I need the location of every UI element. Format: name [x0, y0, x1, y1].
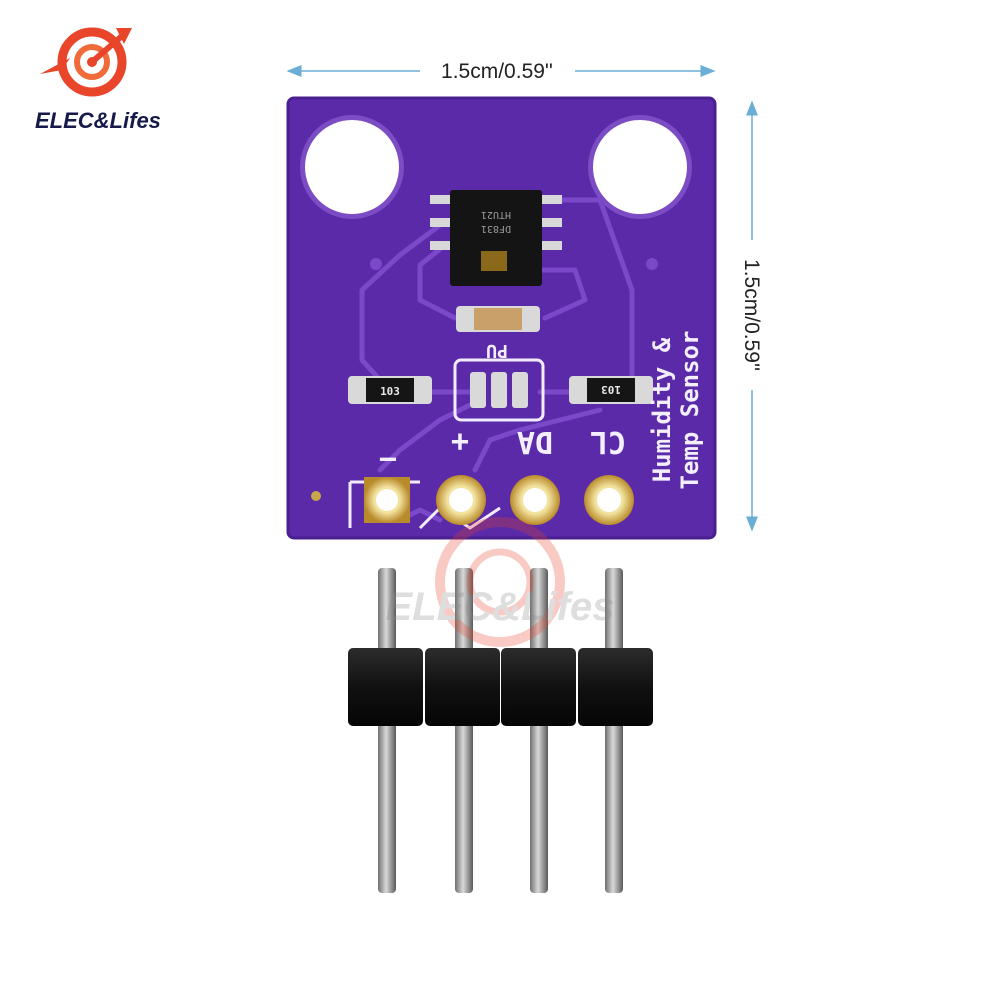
header-pins	[348, 568, 653, 893]
chip-marking-line2: DF831	[481, 223, 511, 234]
width-dimension: 1.5cm/0.59''	[286, 60, 716, 83]
humidity-sensing-window	[481, 251, 507, 271]
brand-logo: ELEC&Lifes	[35, 27, 161, 133]
target-arrow-icon	[40, 27, 132, 97]
capacitor	[456, 306, 540, 332]
pin-label-scl: CL	[590, 424, 626, 459]
jumper-label: PU	[486, 340, 508, 361]
watermark: ELEC&Lifes	[386, 517, 615, 647]
sensor-board: HTU21 DF831 PU 103 103 −	[286, 96, 717, 540]
resistor-right: 103	[569, 376, 653, 404]
height-label: 1.5cm/0.59''	[740, 259, 763, 371]
watermark-text: ELEC&Lifes	[386, 585, 615, 629]
board-title-line1: Humidity &	[648, 337, 676, 482]
width-label: 1.5cm/0.59''	[441, 60, 553, 83]
resistor-left-code: 103	[380, 385, 400, 398]
chip-marking-line1: HTU21	[481, 209, 511, 220]
resistor-right-code: 103	[601, 383, 621, 396]
brand-name: ELEC&Lifes	[35, 108, 161, 133]
board-title: Humidity & Temp Sensor	[648, 331, 704, 490]
board-title-line2: Temp Sensor	[676, 331, 704, 490]
pullup-jumper: PU	[453, 340, 545, 422]
header-plastic-block	[348, 648, 653, 726]
pin-label-vcc: +	[451, 424, 469, 459]
pin-label-sda: DA	[517, 424, 553, 459]
pin-label-gnd: −	[379, 442, 397, 477]
height-dimension: 1.5cm/0.59''	[740, 100, 763, 532]
pin-labels: − + DA CL	[379, 424, 626, 477]
resistor-left: 103	[348, 376, 432, 404]
pin-pads	[364, 475, 634, 525]
sensor-chip: HTU21 DF831	[430, 190, 562, 286]
